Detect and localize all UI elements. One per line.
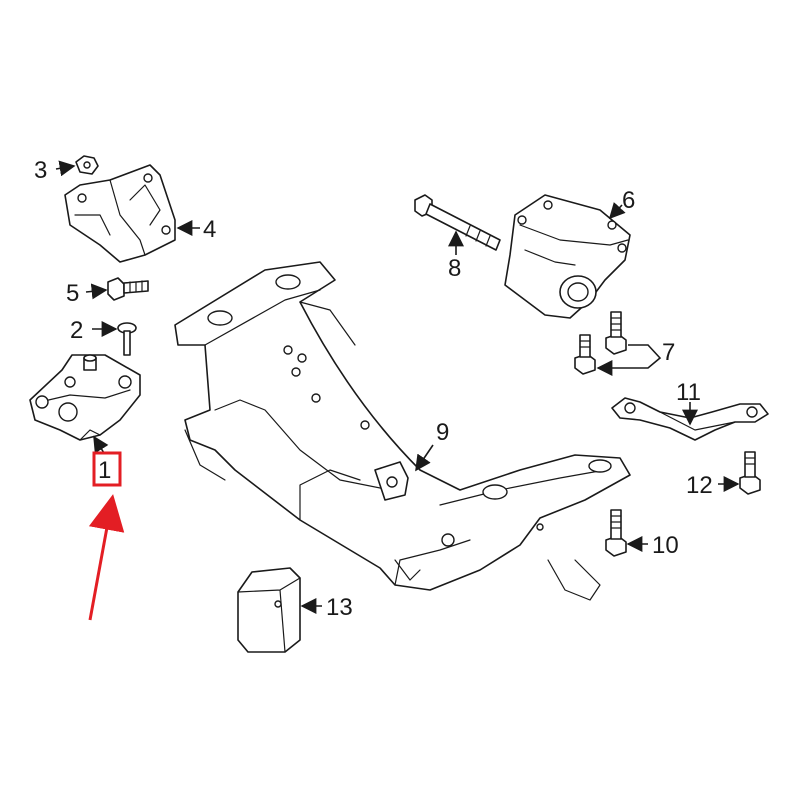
bracket-part-4 [64, 164, 176, 263]
bolt-part-12 [739, 451, 761, 495]
bolt-part-7a [605, 311, 627, 355]
callout-1: 1 [98, 457, 111, 484]
callout-3: 3 [34, 157, 47, 184]
callout-5: 5 [66, 280, 79, 307]
callout-labels: 1 2 3 4 5 6 7 8 9 10 11 12 13 [34, 157, 713, 621]
transmission-mount-part [504, 194, 631, 319]
callout-11: 11 [676, 379, 701, 406]
callout-4: 4 [203, 216, 216, 243]
nut-part-3 [75, 155, 99, 175]
bolt-part-7b [574, 334, 596, 375]
bolt-part-5 [107, 277, 149, 301]
callout-2: 2 [70, 317, 83, 344]
engine-mount-part [29, 354, 141, 441]
leader-lines [55, 160, 740, 614]
bolt-part-8 [414, 194, 501, 251]
callout-13: 13 [326, 594, 353, 621]
callout-12: 12 [686, 472, 713, 499]
callout-7: 7 [662, 339, 675, 366]
bump-stop-part [237, 567, 301, 653]
subframe-part [174, 261, 631, 601]
callout-6: 6 [622, 187, 635, 214]
bolt-part-10 [605, 509, 627, 557]
bolt-part-2 [117, 322, 137, 356]
callout-10: 10 [652, 532, 679, 559]
highlight-box [92, 451, 122, 487]
callout-8: 8 [448, 255, 461, 282]
callout-9: 9 [436, 419, 449, 446]
highlight-arrow [88, 494, 125, 621]
